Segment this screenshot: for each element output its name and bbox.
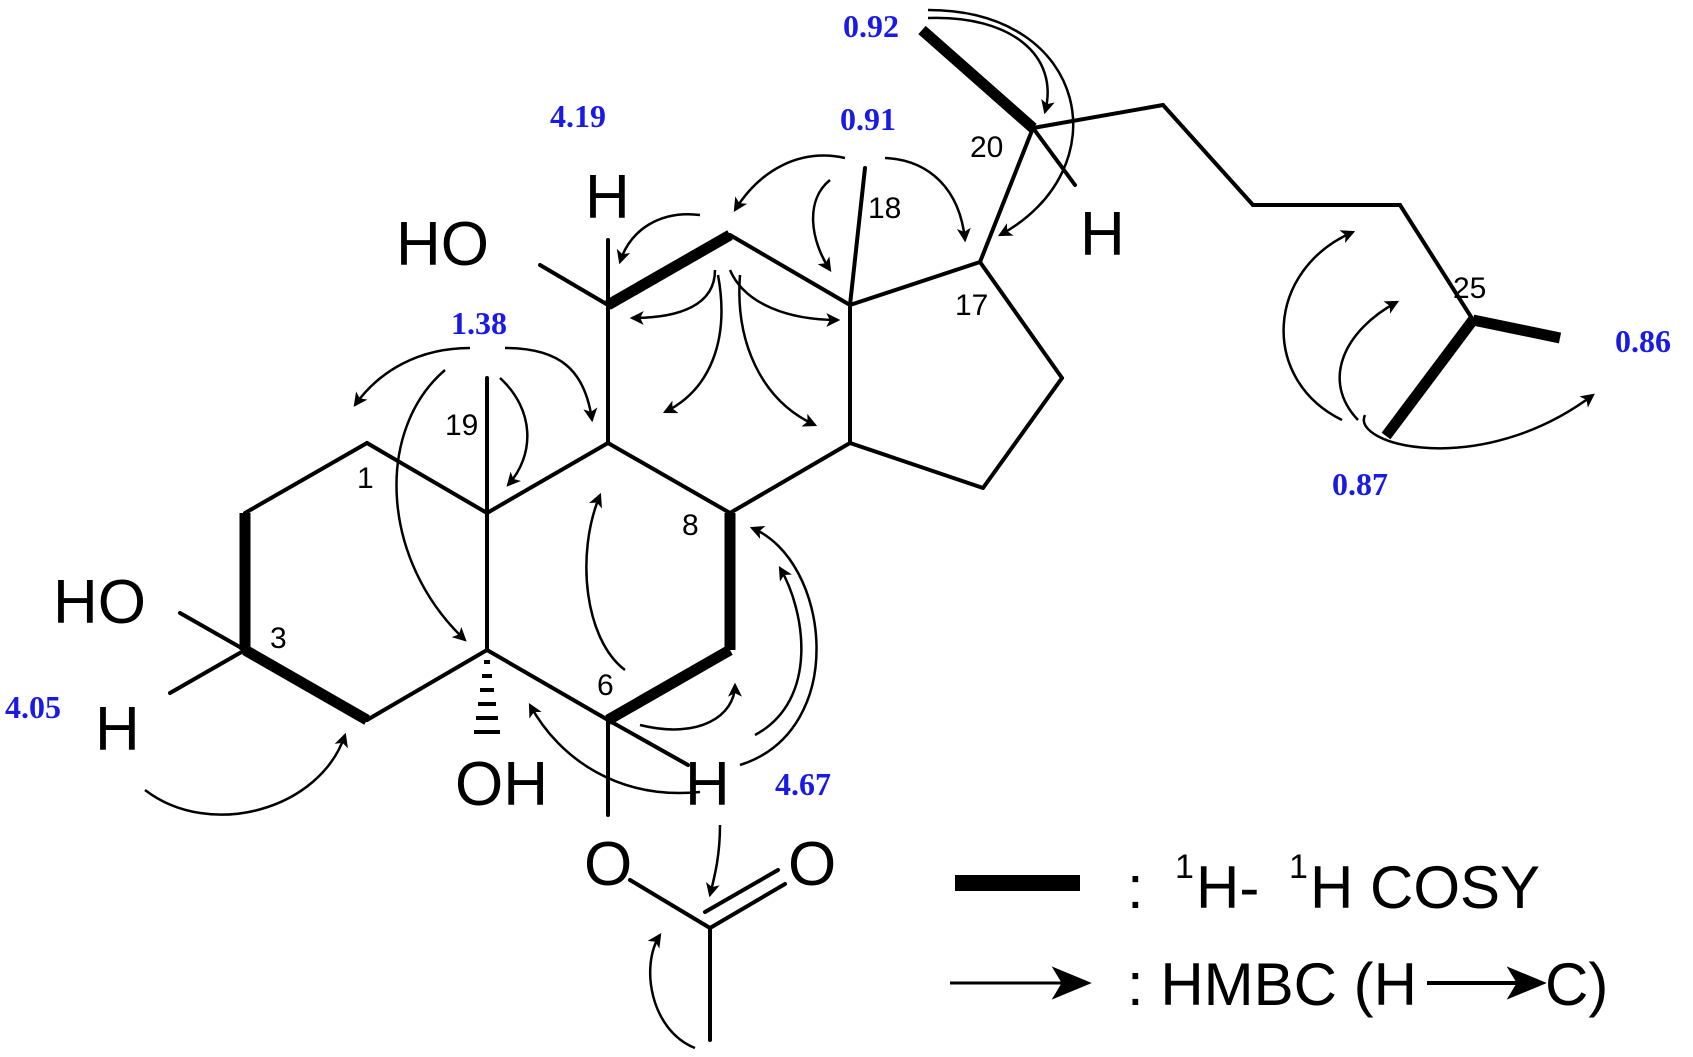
- shift-h20-methyl: 0.92: [843, 8, 899, 44]
- num-c20: 20: [970, 131, 1003, 164]
- num-c1: 1: [357, 462, 374, 495]
- atom-h-20: H: [1080, 200, 1125, 269]
- shift-h19: 1.38: [451, 305, 507, 341]
- chemical-shifts: 0.92 4.19 0.91 1.38 4.05 4.67 0.86 0.87: [5, 8, 1671, 802]
- legend-cosy-h1: H-: [1196, 854, 1259, 921]
- skeleton-bonds: [168, 103, 1475, 1042]
- num-c6: 6: [597, 669, 614, 702]
- hmbc-arrows: [144, 8, 1595, 1050]
- atom-h-3: H: [95, 695, 140, 764]
- shift-h3: 4.05: [5, 689, 61, 725]
- cosy-bonds: [239, 25, 1562, 725]
- atom-h-12: H: [585, 163, 630, 232]
- shift-h27: 0.87: [1332, 466, 1388, 502]
- legend-cosy-sup2: 1: [1289, 848, 1308, 886]
- carbon-numbers: 1 3 6 8 17 18 19 20 25: [270, 131, 1486, 702]
- shift-h6: 4.67: [775, 766, 831, 802]
- num-c25: 25: [1453, 272, 1486, 305]
- legend-cosy-h2: H COSY: [1310, 854, 1540, 921]
- atom-oh-5: OH: [455, 750, 548, 819]
- legend-hmbc-label: : HMBC (H: [1127, 951, 1417, 1018]
- num-c8: 8: [682, 509, 699, 542]
- num-c18: 18: [868, 192, 901, 225]
- atom-o-ester: O: [584, 830, 632, 899]
- shift-h18: 0.91: [840, 101, 896, 137]
- atom-h-6: H: [685, 750, 730, 819]
- legend-hmbc-end: C): [1545, 951, 1608, 1018]
- legend-cosy-colon: :: [1127, 854, 1144, 921]
- atom-ho-3: HO: [53, 568, 146, 637]
- atom-labels: HO H HO H OH H H O O: [53, 163, 1125, 899]
- hashed-wedge: [474, 660, 500, 734]
- atom-ho-12: HO: [396, 210, 489, 279]
- shift-h26: 0.86: [1615, 323, 1671, 359]
- num-c19: 19: [445, 409, 478, 442]
- legend-cosy-sup1: 1: [1175, 848, 1194, 886]
- num-c17: 17: [955, 289, 988, 322]
- shift-h12: 4.19: [550, 98, 606, 134]
- legend: : 1 H- 1 H COSY : HMBC (H C): [950, 848, 1608, 1018]
- atom-o-carbonyl: O: [788, 830, 836, 899]
- num-c3: 3: [270, 622, 287, 655]
